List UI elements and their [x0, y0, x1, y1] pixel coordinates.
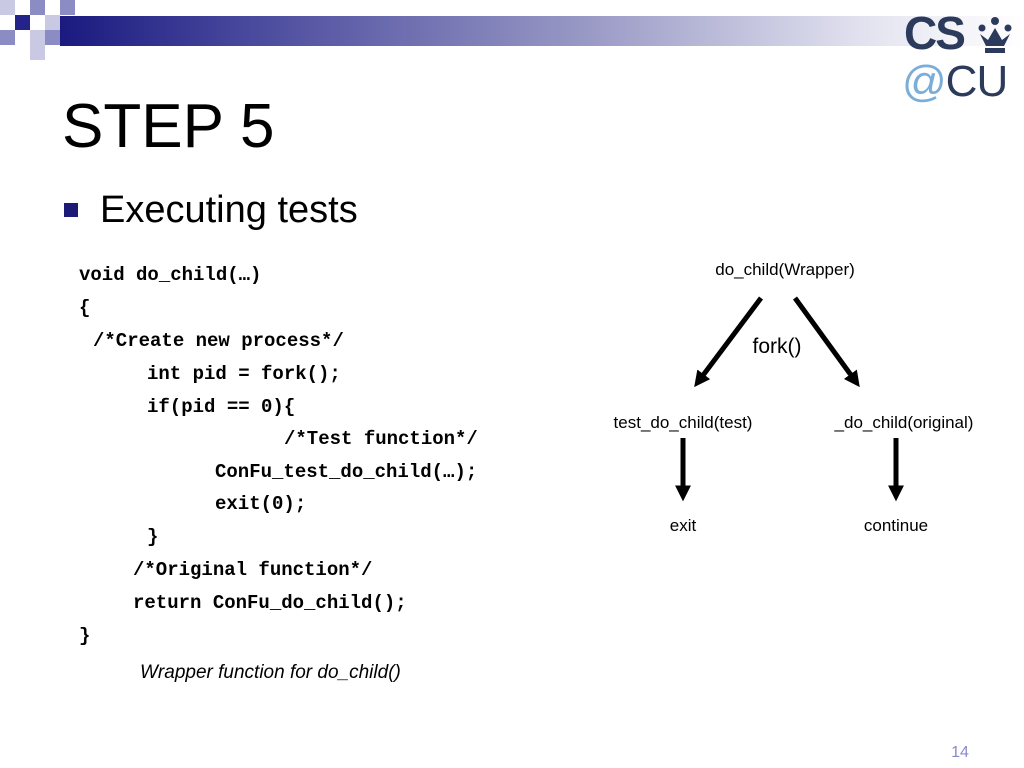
code-line: {: [79, 297, 91, 319]
code-line: if(pid == 0){: [147, 396, 296, 418]
code-line: /*Original function*/: [133, 559, 373, 581]
code-line: /*Test function*/: [284, 428, 478, 450]
code-line: void do_child(…): [79, 264, 262, 286]
code-caption: Wrapper function for do_child(): [140, 662, 401, 683]
page-number: 14: [951, 744, 969, 761]
top-banner-gradient: [60, 16, 1024, 46]
diagram-root-label: do_child(Wrapper): [715, 260, 855, 279]
bullet-text: Executing tests: [100, 189, 358, 231]
banner-square: [0, 0, 15, 15]
code-line: /*Create new process*/: [93, 330, 344, 352]
logo-cu-line: @CU: [902, 57, 1009, 106]
banner-square: [30, 30, 45, 45]
code-line: }: [79, 625, 91, 647]
banner-square: [45, 15, 60, 30]
diagram-left-leaf-label: exit: [670, 516, 697, 535]
logo-at-text: @: [902, 57, 947, 106]
banner-square: [15, 15, 30, 30]
fork-right-arrow: [792, 296, 860, 388]
square-bullet-icon: [64, 203, 78, 217]
banner-square: [30, 0, 45, 15]
diagram-right-leaf-label: continue: [864, 516, 928, 535]
bullet-item: Executing tests: [64, 188, 358, 232]
code-line: ConFu_test_do_child(…);: [215, 461, 478, 483]
crown-icon: [978, 17, 1012, 53]
logo-cs-text: CS: [904, 7, 966, 59]
cs-at-cu-logo: CS @CU: [900, 8, 1016, 108]
code-line: return ConFu_do_child();: [133, 592, 407, 614]
fork-left-arrow: [694, 296, 763, 388]
code-line: int pid = fork();: [147, 363, 341, 385]
slide-title: STEP 5: [62, 92, 275, 161]
code-line: }: [147, 526, 159, 548]
banner-square: [60, 0, 75, 15]
fork-edge-label: fork(): [753, 335, 802, 358]
banner-square: [30, 45, 45, 60]
diagram-left-child-label: test_do_child(test): [614, 413, 753, 432]
code-line: exit(0);: [215, 493, 307, 515]
logo-cu-text: CU: [945, 57, 1009, 106]
banner-square: [0, 30, 15, 45]
banner-square: [45, 30, 60, 45]
diagram-right-child-label: _do_child(original): [834, 413, 974, 432]
